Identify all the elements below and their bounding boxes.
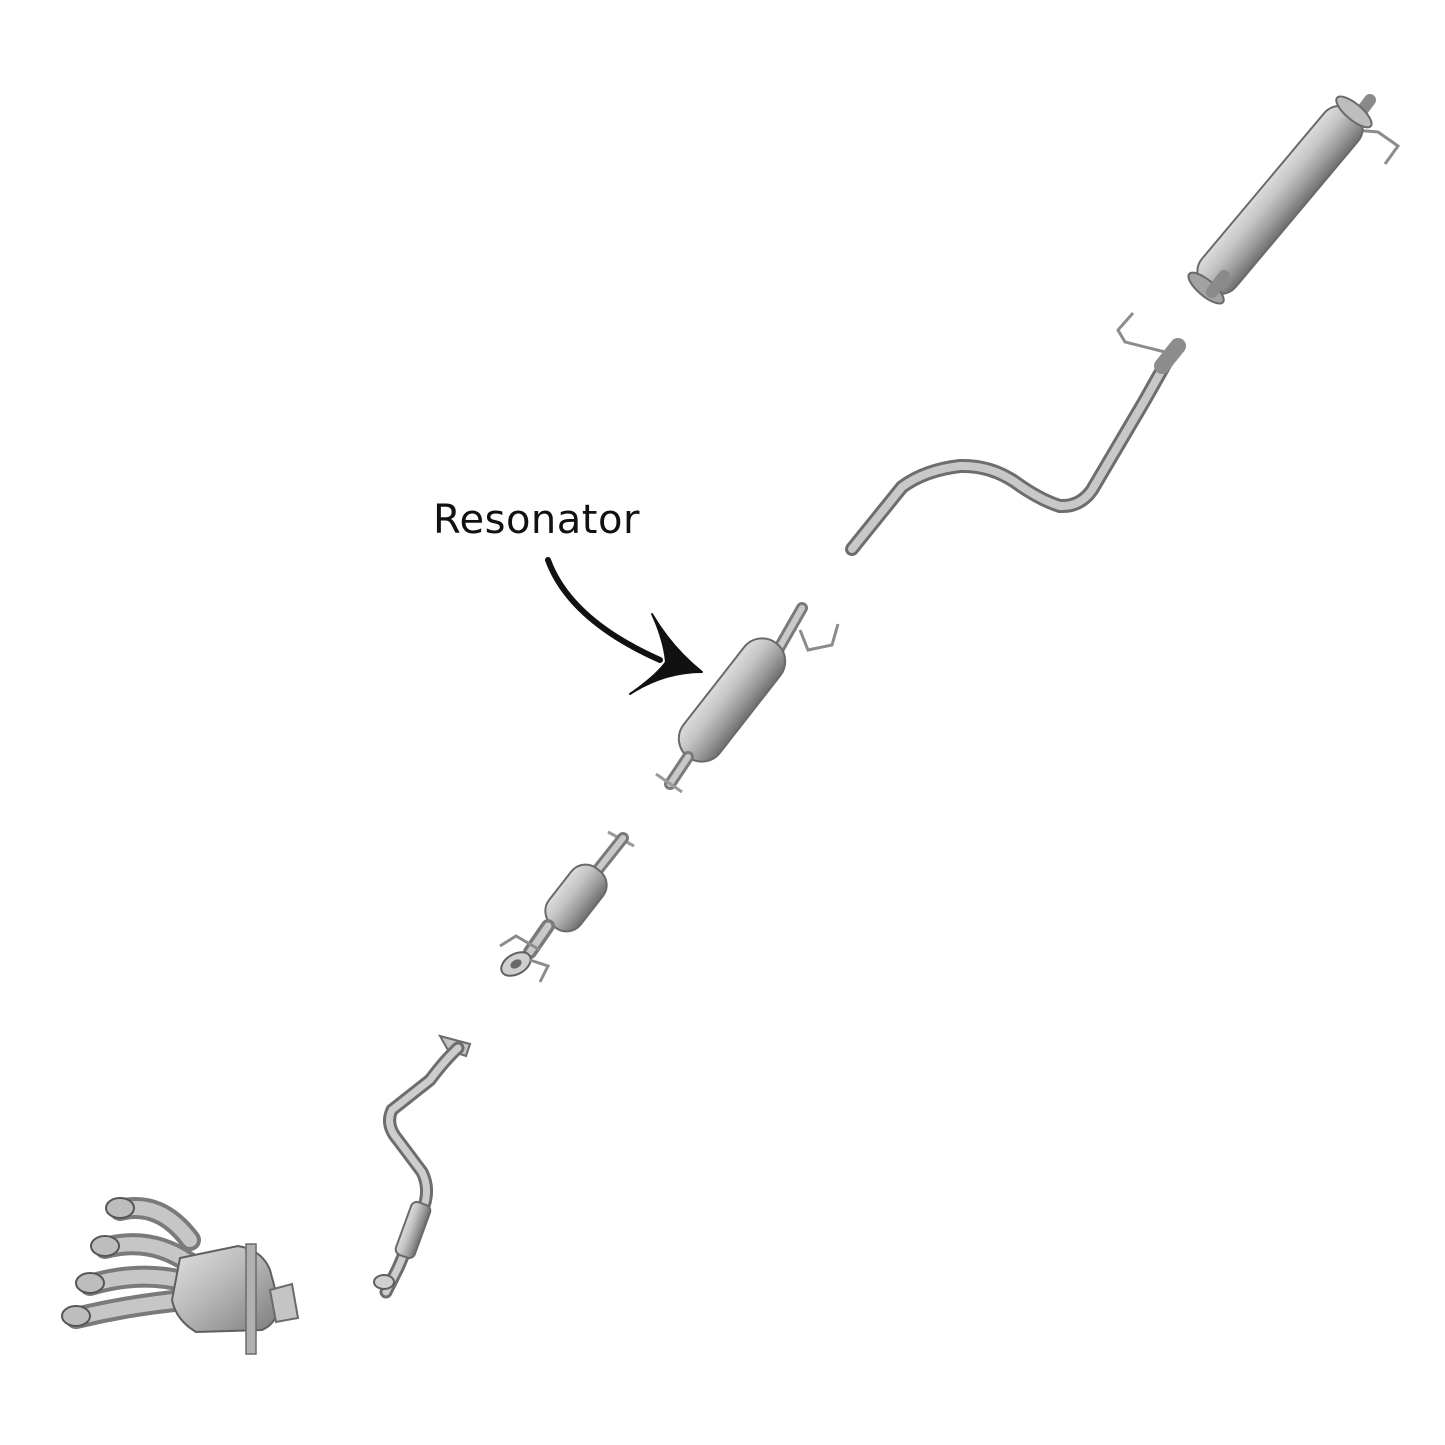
front-pipe	[373, 1034, 472, 1299]
catalytic-converter	[499, 830, 635, 983]
exhaust-manifold	[61, 1197, 300, 1355]
intermediate-pipe	[845, 312, 1186, 556]
resonator-label: Resonator	[433, 497, 640, 543]
callout-arrow	[545, 557, 703, 695]
muffler	[1187, 94, 1401, 305]
resonator	[655, 602, 840, 794]
